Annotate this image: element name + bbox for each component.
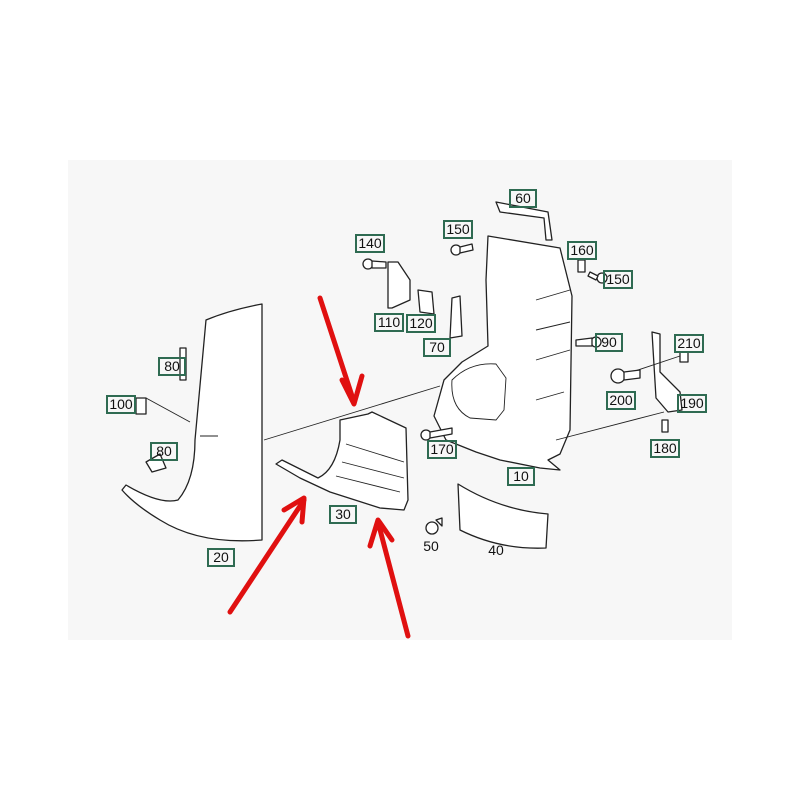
- part-80-clip-lower: [145, 453, 167, 473]
- svg-text:80: 80: [156, 443, 172, 459]
- part-50-clip: [425, 517, 443, 535]
- svg-text:10: 10: [513, 468, 529, 484]
- label-30: 30: [329, 505, 357, 524]
- red-arrow-bottom-left: [227, 495, 307, 615]
- red-arrow-top: [317, 295, 365, 407]
- svg-text:210: 210: [677, 335, 701, 351]
- part-30-lower-trim: [275, 411, 409, 511]
- label-10: 10: [507, 467, 535, 486]
- part-70-bracket: [449, 295, 463, 339]
- part-190-bracket: [651, 331, 683, 413]
- svg-text:170: 170: [430, 441, 454, 457]
- label-70: 70: [423, 338, 451, 357]
- leader-line-30: [263, 385, 441, 441]
- svg-text:190: 190: [680, 395, 704, 411]
- part-200-screw: [610, 368, 641, 384]
- svg-text:80: 80: [164, 358, 180, 374]
- label-150-right: 150: [603, 270, 633, 289]
- label-120: 120: [406, 314, 436, 333]
- svg-text:30: 30: [335, 506, 351, 522]
- svg-text:150: 150: [446, 221, 470, 237]
- svg-text:160: 160: [570, 242, 594, 258]
- svg-text:150: 150: [606, 271, 630, 287]
- svg-text:120: 120: [409, 315, 433, 331]
- part-120-nut: [417, 289, 435, 315]
- red-arrow-bottom-right: [367, 517, 411, 639]
- label-60: 60: [509, 189, 537, 208]
- svg-text:100: 100: [109, 396, 133, 412]
- part-10-main-bracket: [433, 235, 665, 471]
- svg-text:20: 20: [213, 549, 229, 565]
- part-20-pillar-trim: [121, 303, 263, 542]
- label-20: 20: [207, 548, 235, 567]
- part-140-bolt: [362, 258, 387, 270]
- svg-text:140: 140: [358, 235, 382, 251]
- svg-text:50: 50: [423, 538, 439, 554]
- label-140: 140: [355, 234, 385, 253]
- diagram-panel: [68, 160, 732, 640]
- label-210: 210: [674, 334, 704, 353]
- label-90: 90: [595, 333, 623, 352]
- svg-text:200: 200: [609, 392, 633, 408]
- label-160: 160: [567, 241, 597, 260]
- label-190: 190: [677, 394, 707, 413]
- part-60-strip: [495, 201, 553, 241]
- part-100-clip: [135, 397, 191, 423]
- label-110: 110: [374, 313, 404, 332]
- label-50: 50: [423, 538, 439, 554]
- svg-text:40: 40: [488, 542, 504, 558]
- label-40: 40: [488, 542, 504, 558]
- part-110-bracket: [387, 261, 411, 309]
- part-180-clip: [661, 419, 669, 433]
- svg-text:70: 70: [429, 339, 445, 355]
- part-170-screw: [420, 427, 453, 441]
- svg-text:90: 90: [601, 334, 617, 350]
- label-180: 180: [650, 439, 680, 458]
- svg-text:60: 60: [515, 190, 531, 206]
- svg-text:110: 110: [378, 314, 401, 330]
- part-150-screw-upper: [450, 243, 474, 256]
- label-170: 170: [427, 440, 457, 459]
- part-160-clip: [577, 259, 586, 273]
- label-200: 200: [606, 391, 636, 410]
- svg-text:180: 180: [653, 440, 677, 456]
- label-80-lower: 80: [150, 442, 178, 461]
- part-40-panel: [457, 483, 549, 549]
- label-100: 100: [106, 395, 136, 414]
- label-80-upper: 80: [158, 357, 186, 376]
- label-150-upper: 150: [443, 220, 473, 239]
